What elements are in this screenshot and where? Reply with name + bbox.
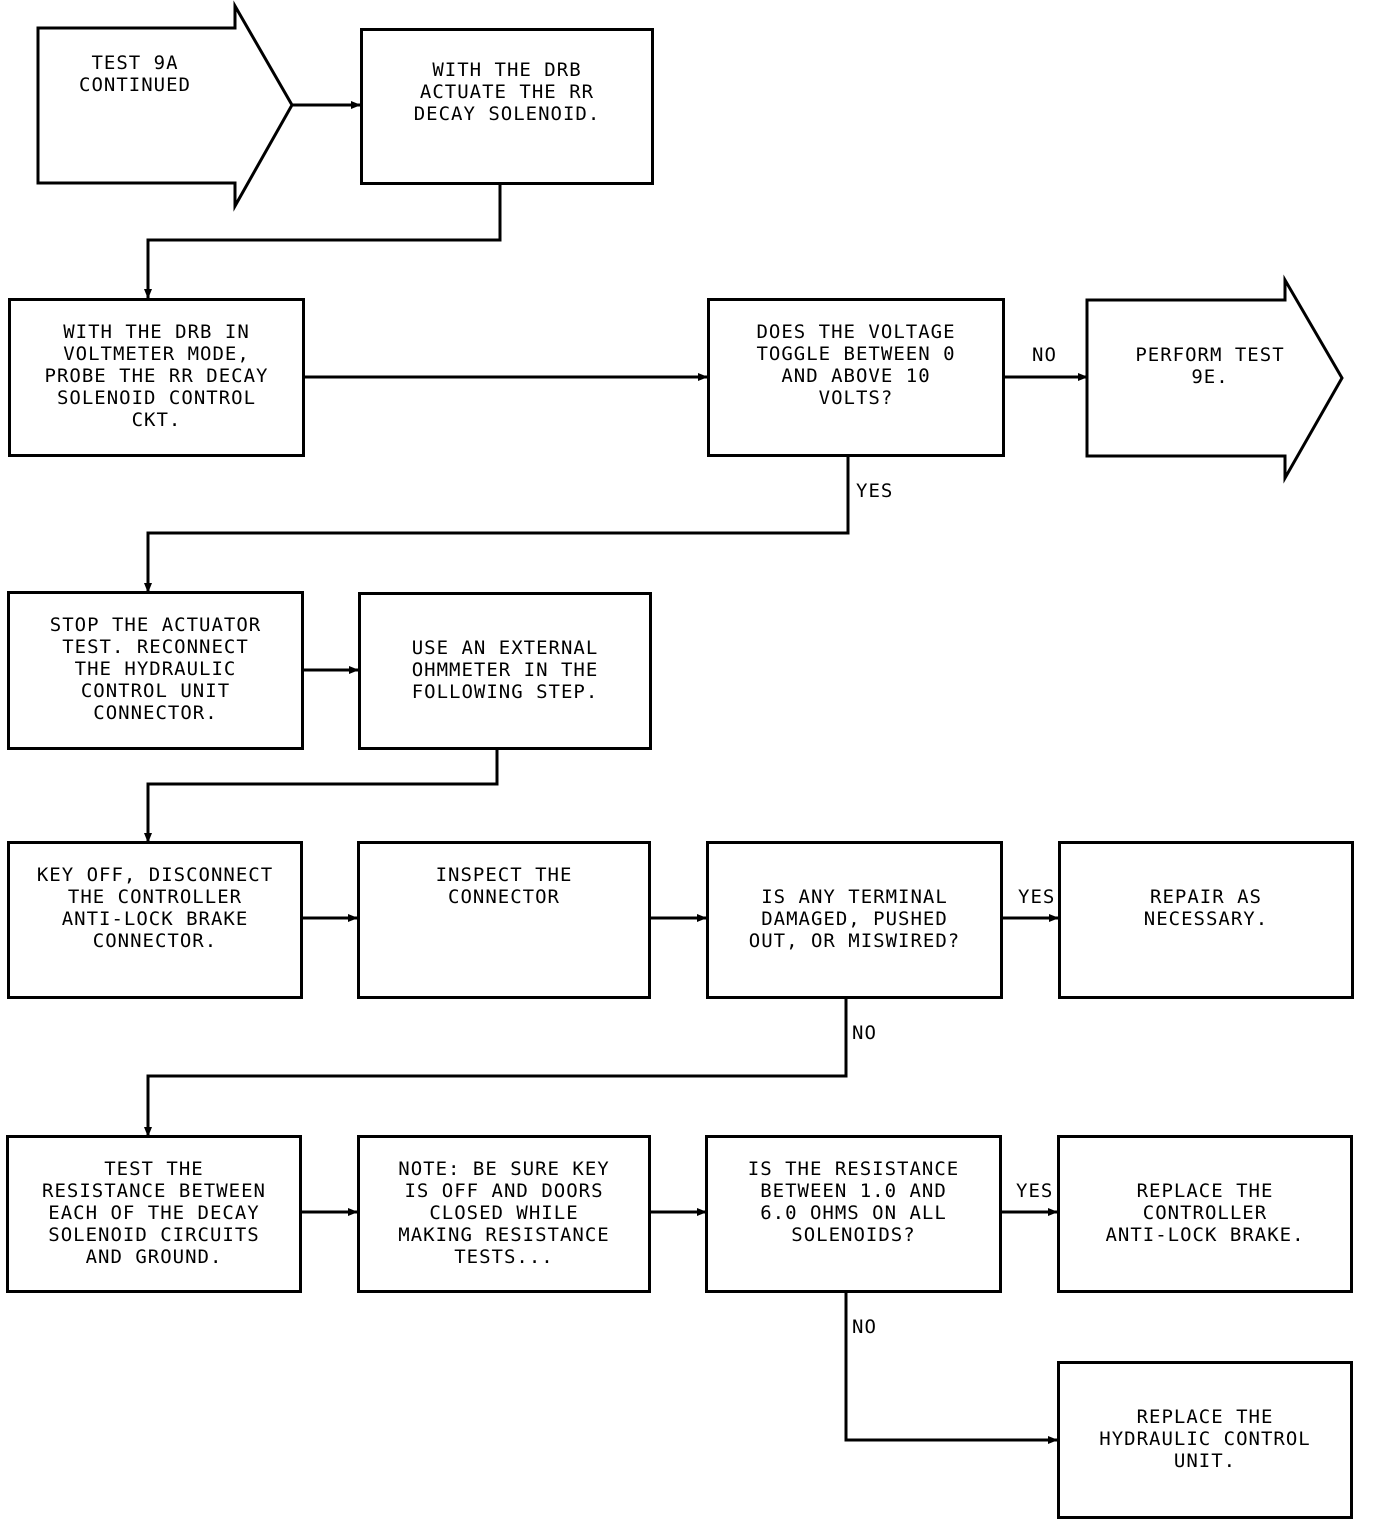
actuate-text: WITH THE DRB ACTUATE THE RR DECAY SOLENO… <box>413 59 601 125</box>
line-terminal-testres <box>144 998 848 1137</box>
voltmeter-text: WITH THE DRB IN VOLTMETER MODE, PROBE TH… <box>44 321 269 431</box>
inspect-text: INSPECT THE CONNECTOR <box>435 864 573 908</box>
test-resistance-text: TEST THE RESISTANCE BETWEEN EACH OF THE … <box>42 1158 266 1268</box>
resistance-question-text: IS THE RESISTANCE BETWEEN 1.0 AND 6.0 OH… <box>747 1158 960 1246</box>
resistance-question-box: IS THE RESISTANCE BETWEEN 1.0 AND 6.0 OH… <box>705 1135 1002 1293</box>
line-resq-hcu <box>844 1292 1058 1444</box>
terminal-question-box: IS ANY TERMINAL DAMAGED, PUSHED OUT, OR … <box>706 841 1003 999</box>
label-no-1: NO <box>1032 344 1057 366</box>
stop-actuator-box: STOP THE ACTUATOR TEST. RECONNECT THE HY… <box>7 591 304 750</box>
actuate-box: WITH THE DRB ACTUATE THE RR DECAY SOLENO… <box>360 28 654 185</box>
line-external-keyoff <box>144 750 499 843</box>
toggle-question-text: DOES THE VOLTAGE TOGGLE BETWEEN 0 AND AB… <box>756 321 956 409</box>
voltmeter-box: WITH THE DRB IN VOLTMETER MODE, PROBE TH… <box>8 298 305 457</box>
replace-hcu-box: REPLACE THE HYDRAULIC CONTROL UNIT. <box>1057 1361 1353 1519</box>
label-no-3: NO <box>852 1316 877 1338</box>
perform-test-arrow-shape <box>1085 274 1344 484</box>
label-yes-1: YES <box>856 480 894 502</box>
note-text: NOTE: BE SURE KEY IS OFF AND DOORS CLOSE… <box>398 1158 610 1268</box>
replace-hcu-text: REPLACE THE HYDRAULIC CONTROL UNIT. <box>1099 1406 1311 1472</box>
line-question-stop <box>144 456 850 593</box>
test-resistance-box: TEST THE RESISTANCE BETWEEN EACH OF THE … <box>6 1135 302 1293</box>
external-ohmmeter-box: USE AN EXTERNAL OHMMETER IN THE FOLLOWIN… <box>358 592 652 750</box>
external-ohmmeter-text: USE AN EXTERNAL OHMMETER IN THE FOLLOWIN… <box>411 637 599 703</box>
start-label: TEST 9A CONTINUED <box>79 52 191 96</box>
label-no-2: NO <box>852 1022 877 1044</box>
perform-test-label: PERFORM TEST 9E. <box>1135 344 1285 388</box>
key-off-text: KEY OFF, DISCONNECT THE CONTROLLER ANTI-… <box>36 864 274 952</box>
label-yes-3: YES <box>1016 1180 1054 1202</box>
repair-box: REPAIR AS NECESSARY. <box>1058 841 1354 999</box>
line-actuate-voltmeter <box>144 184 502 299</box>
note-box: NOTE: BE SURE KEY IS OFF AND DOORS CLOSE… <box>357 1135 651 1293</box>
inspect-box: INSPECT THE CONNECTOR <box>357 841 651 999</box>
toggle-question-box: DOES THE VOLTAGE TOGGLE BETWEEN 0 AND AB… <box>707 298 1005 457</box>
replace-controller-text: REPLACE THE CONTROLLER ANTI-LOCK BRAKE. <box>1105 1180 1305 1246</box>
repair-text: REPAIR AS NECESSARY. <box>1143 886 1269 930</box>
stop-actuator-text: STOP THE ACTUATOR TEST. RECONNECT THE HY… <box>49 614 262 724</box>
label-yes-2: YES <box>1018 886 1056 908</box>
start-arrow-shape <box>36 0 294 212</box>
terminal-question-text: IS ANY TERMINAL DAMAGED, PUSHED OUT, OR … <box>748 886 961 952</box>
key-off-box: KEY OFF, DISCONNECT THE CONTROLLER ANTI-… <box>7 841 303 999</box>
replace-controller-box: REPLACE THE CONTROLLER ANTI-LOCK BRAKE. <box>1057 1135 1353 1293</box>
